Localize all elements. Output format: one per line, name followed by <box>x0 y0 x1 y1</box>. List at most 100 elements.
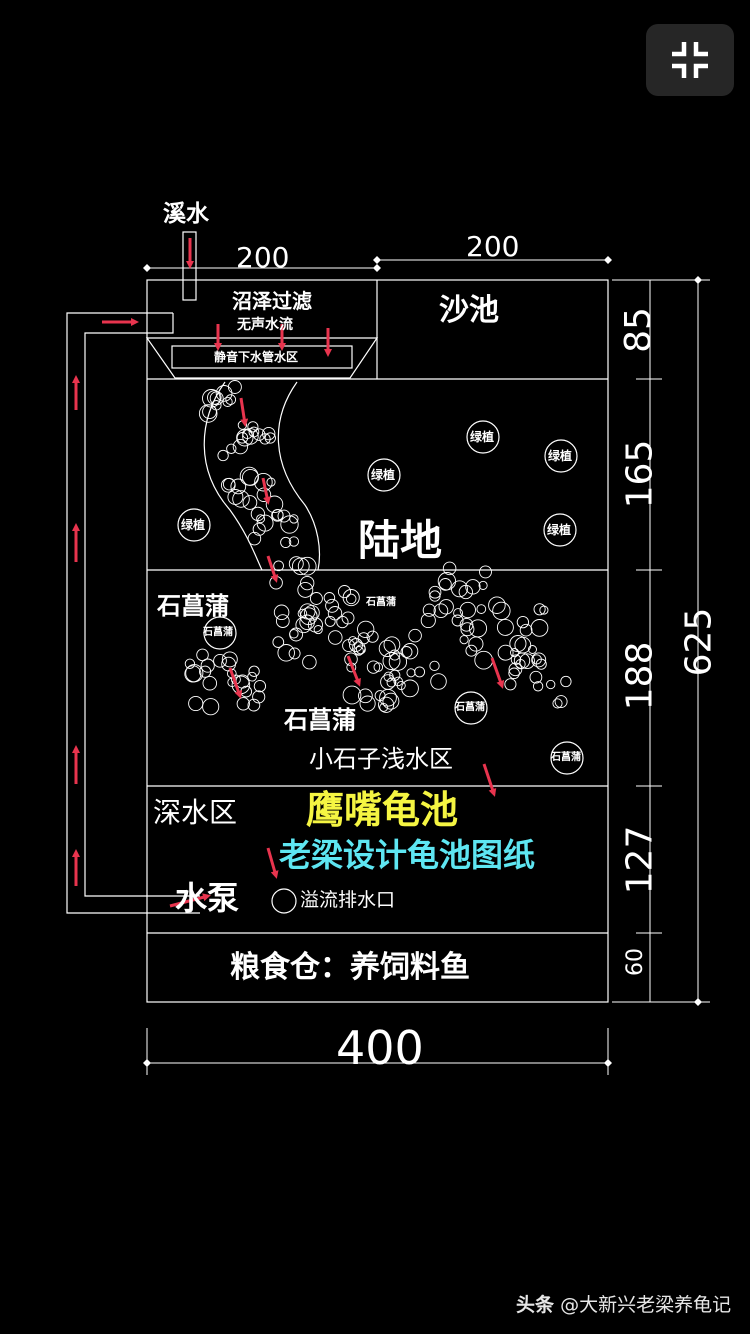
pebble <box>184 658 196 669</box>
pebble <box>354 646 364 656</box>
pebble <box>202 675 218 691</box>
pebble <box>226 443 237 454</box>
pebble <box>254 472 273 492</box>
pebble <box>497 644 514 661</box>
pebble <box>242 468 259 486</box>
pebble <box>247 531 262 546</box>
pebble <box>299 603 316 620</box>
pebble <box>357 620 375 639</box>
pebble <box>253 679 267 693</box>
pebble <box>504 678 517 691</box>
silent-pipe-label: 静音下水管水区 <box>214 350 299 364</box>
pebble <box>459 635 469 645</box>
drawing-title: 鹰嘴龟池 <box>306 788 459 832</box>
pebble <box>242 495 258 510</box>
dim-row-2: 165 <box>619 439 661 509</box>
pebble <box>430 673 447 690</box>
pebble <box>227 380 242 394</box>
pebble <box>519 623 533 637</box>
pebble <box>327 606 343 621</box>
pebble <box>302 654 317 670</box>
pebble <box>451 614 464 627</box>
green-plant-label: 绿植 <box>181 518 206 532</box>
pebble <box>408 628 422 643</box>
calamus-label: 石菖蒲 <box>157 592 229 620</box>
calamus-small-label: 石菖蒲 <box>551 752 581 763</box>
pebble <box>230 478 247 495</box>
pebble <box>221 651 238 668</box>
pebble <box>386 677 397 688</box>
pebble <box>510 648 520 658</box>
pebble <box>389 669 401 681</box>
pebble <box>273 560 284 572</box>
pebble <box>373 662 384 672</box>
calamus-small-label: 石菖蒲 <box>203 627 233 638</box>
pebble <box>188 695 204 712</box>
pebble <box>438 599 454 615</box>
pebble <box>299 614 315 631</box>
pebble <box>266 477 276 487</box>
pebble <box>531 654 542 665</box>
pebble <box>389 649 401 661</box>
silent-flow-label: 无声水流 <box>237 317 293 333</box>
dim-bottom: 400 <box>336 1021 424 1075</box>
pebble <box>252 690 266 704</box>
green-plant-label: 绿植 <box>548 449 573 463</box>
pebble <box>220 477 236 493</box>
pump-label: 水泵 <box>175 879 240 917</box>
pebble <box>262 426 276 441</box>
pebble <box>252 522 266 536</box>
pebble <box>280 536 292 548</box>
pebble <box>342 685 362 705</box>
pebble <box>273 604 290 621</box>
pebble <box>250 506 266 522</box>
dim-row-1: 85 <box>617 307 659 353</box>
pebble <box>429 590 441 602</box>
calamus-small-label: 石菖蒲 <box>366 597 396 608</box>
pebble <box>288 556 304 572</box>
pebble <box>531 652 547 668</box>
pebble <box>252 428 266 441</box>
pebble <box>488 596 506 614</box>
pebble <box>465 644 478 657</box>
pebble <box>439 578 452 591</box>
watermark-author: @大新兴老梁养龟记 <box>560 1294 732 1316</box>
pebble <box>297 581 314 598</box>
pebble <box>288 647 301 660</box>
pebble <box>272 636 285 648</box>
dim-top-right: 200 <box>466 230 520 263</box>
pebble <box>400 646 413 658</box>
pebble <box>508 662 523 677</box>
green-plant-label: 绿植 <box>547 523 572 537</box>
pebble <box>200 658 215 673</box>
pebble <box>406 668 416 678</box>
pebble <box>342 589 360 607</box>
pebble <box>437 572 457 591</box>
pebble <box>478 580 488 590</box>
pebble <box>359 695 376 712</box>
exit-fullscreen-icon <box>672 42 708 78</box>
green-plant-circles <box>177 420 584 775</box>
pebble <box>215 385 233 402</box>
pebble <box>530 619 549 637</box>
pebble <box>366 630 379 643</box>
pebble <box>516 615 530 629</box>
pebble <box>288 536 300 547</box>
pebble <box>264 432 276 444</box>
pebble <box>236 432 249 444</box>
pebble <box>366 660 381 674</box>
pebble <box>207 390 222 405</box>
pebble <box>510 654 522 665</box>
flow-arrows <box>72 238 505 908</box>
pebble <box>247 671 257 682</box>
pebble <box>328 630 343 645</box>
pebble <box>348 636 358 646</box>
pebble <box>546 679 556 690</box>
pebble <box>313 625 323 635</box>
pebble <box>528 645 537 654</box>
exit-fullscreen-button[interactable] <box>646 24 734 96</box>
drawing-subtitle: 老梁设计龟池图纸 <box>279 836 536 874</box>
pebble <box>401 643 419 660</box>
pebble <box>468 636 484 652</box>
